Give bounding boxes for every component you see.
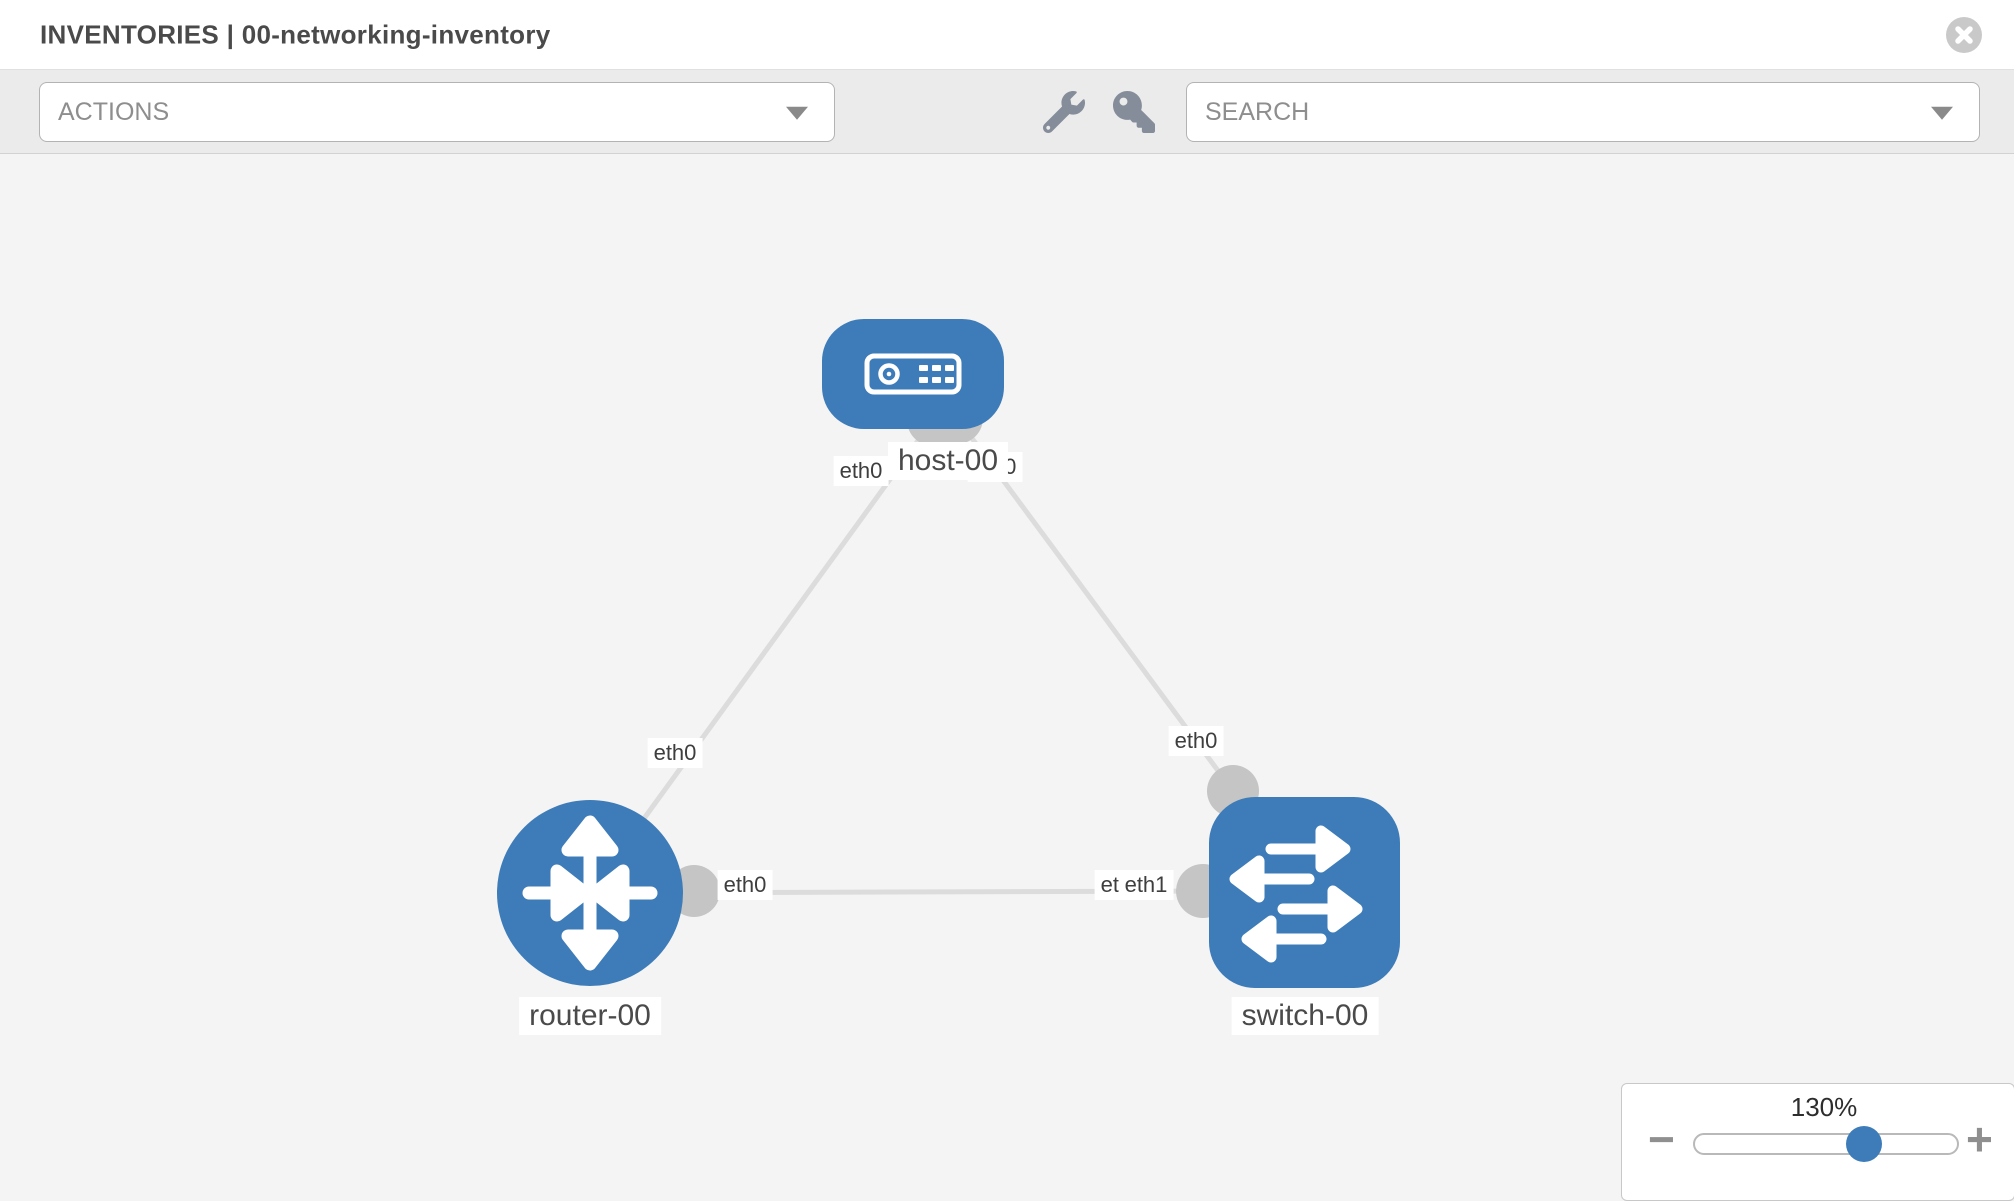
server-icon <box>822 319 1004 429</box>
port-label: eth0 <box>717 870 773 900</box>
switch-icon <box>1209 797 1400 988</box>
page-title: INVENTORIES | 00-networking-inventory <box>40 19 551 49</box>
zoom-slider-thumb[interactable] <box>1846 1126 1882 1162</box>
node-label-router: router-00 <box>519 997 661 1035</box>
node-switch-00[interactable] <box>1209 797 1400 988</box>
port-label: eth0 <box>833 456 889 486</box>
port-label: eth0 <box>1168 726 1224 756</box>
zoom-level-label: 130% <box>1790 1092 1858 1122</box>
actions-dropdown-label: ACTIONS <box>58 97 170 126</box>
topology-links-layer <box>587 392 1259 918</box>
close-icon <box>1946 17 1982 56</box>
node-label-switch: switch-00 <box>1231 997 1379 1035</box>
chevron-down-icon <box>1931 106 1953 120</box>
key-icon <box>1113 91 1155 136</box>
wrench-icon <box>1042 91 1085 136</box>
actions-dropdown[interactable]: ACTIONS <box>39 82 835 142</box>
zoom-control-panel: 130% − + <box>1621 1083 2014 1201</box>
credentials-button[interactable] <box>1112 91 1156 135</box>
link-router-host <box>587 418 936 895</box>
router-icon <box>497 800 683 986</box>
topology-canvas[interactable]: eth0 eth0 eth0 eth0 eth0 eth1 eth0 host-… <box>0 154 2014 1200</box>
close-button[interactable] <box>1946 17 1982 53</box>
node-router-00[interactable] <box>497 800 683 986</box>
port-label: eth1 <box>1118 870 1174 900</box>
configure-button[interactable] <box>1042 91 1086 135</box>
search-dropdown[interactable]: SEARCH <box>1186 82 1980 142</box>
node-label-host: host-00 <box>887 442 1009 480</box>
node-host-00[interactable] <box>822 319 1004 429</box>
search-dropdown-label: SEARCH <box>1205 97 1310 126</box>
port-label: eth0 <box>647 738 703 768</box>
toolbar: ACTIONS SEARCH <box>0 70 2014 154</box>
zoom-in-button[interactable]: + <box>1966 1113 1993 1165</box>
zoom-out-button[interactable]: − <box>1648 1113 1675 1165</box>
chevron-down-icon <box>786 106 808 120</box>
zoom-slider-track[interactable] <box>1693 1133 1959 1155</box>
page-header: INVENTORIES | 00-networking-inventory <box>0 0 2014 70</box>
